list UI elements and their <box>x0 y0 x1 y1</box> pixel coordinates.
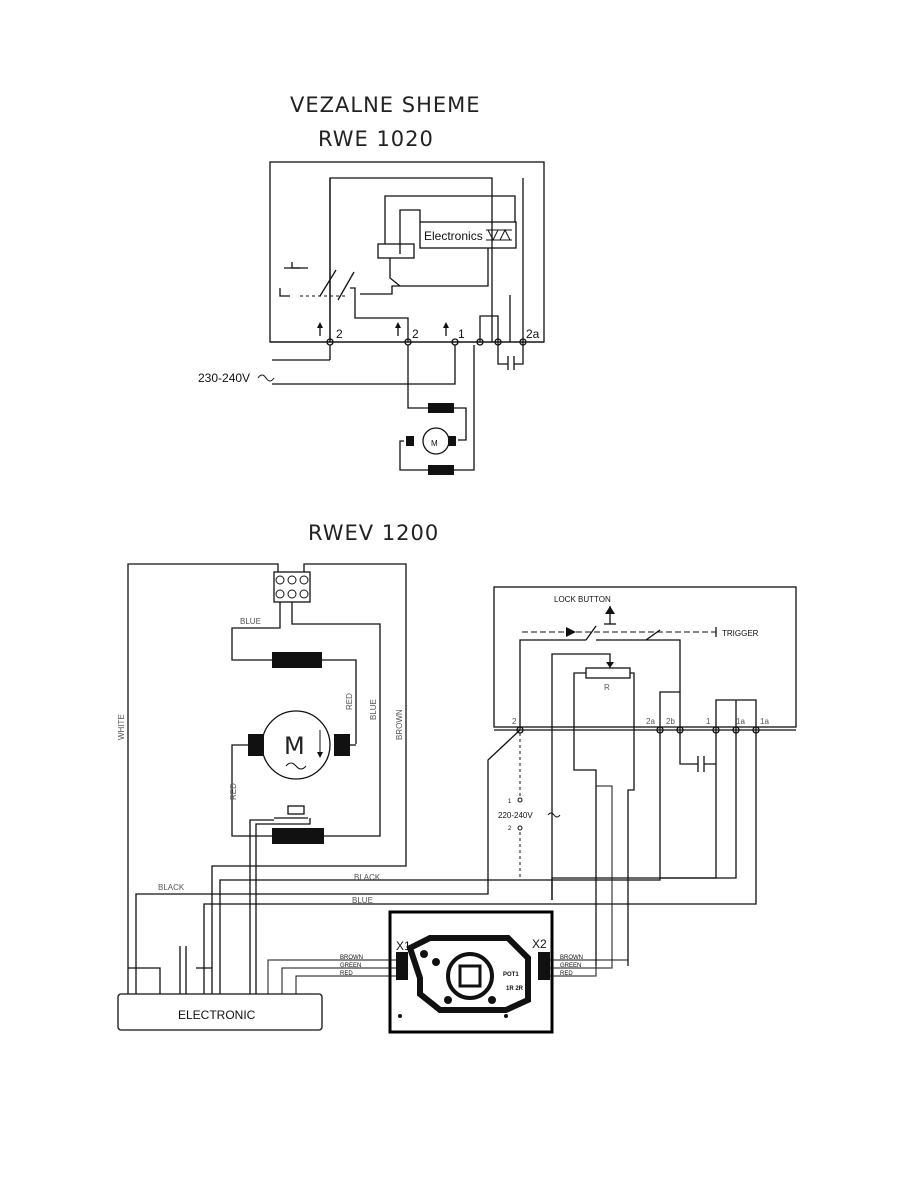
motor-assembly-2: M RED <box>229 710 356 994</box>
ac-symbol-icon <box>257 374 275 382</box>
supply-voltage-label: 230-240V <box>198 371 250 385</box>
label-blue-bottom: BLUE <box>352 896 373 905</box>
mains-supply: 230-240V <box>198 345 456 385</box>
pcb-x1-label: X1 <box>396 939 411 953</box>
lock-button-label: LOCK BUTTON <box>554 595 611 604</box>
pcb-board: X1 X2 POT1 1R 2R <box>388 910 554 1034</box>
trigger-switch <box>279 262 355 301</box>
blue-wire-bottom <box>203 730 757 994</box>
pcb-x2-label: X2 <box>532 937 547 951</box>
diagram1-title-line1: VEZALNE SHEME <box>290 93 481 117</box>
trigger-arrow-icon <box>566 627 576 637</box>
field-coil-top <box>428 403 454 413</box>
pcb-r-labels: 1R 2R <box>506 986 524 992</box>
terminal-label-2: 2 <box>412 327 419 341</box>
motor-icon <box>422 427 450 455</box>
thermal-sensor <box>287 805 305 815</box>
mains-supply-2: 1 2 220-240V <box>498 733 561 878</box>
label-brown: BROWN <box>395 709 404 740</box>
pcb-left-wire-green: GREEN <box>340 963 361 969</box>
switch-housing <box>493 586 797 728</box>
label-red-left: RED <box>229 783 238 800</box>
resistor-r <box>585 667 631 679</box>
diagram1-title-line2: RWE 1020 <box>318 127 434 151</box>
pcb-left-wire-brown: BROWN <box>340 955 363 961</box>
red-wire-left <box>231 744 272 837</box>
pcb-pot-label: POT1 <box>503 972 519 978</box>
black-wire-left <box>135 729 521 994</box>
label-red-right: RED <box>345 693 354 710</box>
pcb-right-wire-green: GREEN <box>560 963 581 969</box>
connector-block <box>273 571 311 603</box>
diagram-rwe-1020: VEZALNE SHEME RWE 1020 Electronics <box>198 93 545 475</box>
tool-housing-outline <box>269 161 545 343</box>
label-blue-right: BLUE <box>369 699 378 720</box>
label-black-left: BLACK <box>158 883 185 892</box>
electronics-box <box>419 221 517 249</box>
label-black-right: BLACK <box>354 873 381 882</box>
motor-icon-2 <box>261 710 331 780</box>
motor-symbol: M <box>431 439 438 448</box>
switch-terminal-1a-b: 1a <box>760 717 769 726</box>
pcb-left-leads: BROWN GREEN RED <box>267 955 396 994</box>
switch-terminal-2: 2 <box>512 717 517 726</box>
label-blue-top: BLUE <box>240 617 261 626</box>
triac-icon <box>486 228 512 242</box>
pcb-right-wire-red: RED <box>560 971 573 977</box>
supply-pin-1: 1 <box>508 799 512 805</box>
field-coil-lower <box>272 828 324 844</box>
ac-symbol-icon-2 <box>547 812 561 818</box>
switch-terminal-1a-a: 1a <box>736 717 745 726</box>
supply-pin-2: 2 <box>508 826 512 832</box>
electronics-label: Electronics <box>424 229 483 243</box>
terminal-label-1: 1 <box>458 327 465 341</box>
blue-wire-top <box>231 602 281 661</box>
relay-coil <box>377 243 415 259</box>
motor-assembly: M <box>399 345 475 475</box>
internal-wiring <box>270 177 544 343</box>
brown-wire <box>211 563 407 968</box>
blue-wire-right <box>291 602 381 837</box>
white-wire <box>127 563 279 968</box>
diagram2-title: RWEV 1200 <box>308 521 439 545</box>
lock-button-icon <box>604 606 616 625</box>
relay-contact <box>389 258 401 287</box>
black-wire-right <box>219 730 661 994</box>
terminal-extra <box>476 338 484 346</box>
field-coil-upper <box>272 652 322 668</box>
trigger-label: TRIGGER <box>722 629 759 638</box>
switch-terminal-2b: 2b <box>666 717 675 726</box>
label-white: WHITE <box>117 714 126 740</box>
terminal-label-2-left: 2 <box>336 327 343 341</box>
supply-voltage-label-2: 220-240V <box>498 811 533 820</box>
capacitor-symbol <box>497 342 524 370</box>
diagram-rwev-1200: RWEV 1200 WHITE BROWN BLUE RED BLUE M <box>117 521 797 1034</box>
pcb-right-leads: BROWN GREEN RED <box>550 785 629 977</box>
field-coil-bottom <box>428 465 454 475</box>
resistor-label: R <box>604 683 610 692</box>
switch-terminal-1: 1 <box>706 717 711 726</box>
electronic-label: ELECTRONIC <box>178 1008 256 1022</box>
motor-symbol-2: M <box>284 732 305 760</box>
terminal-label-2a: 2a <box>526 327 540 341</box>
pcb-left-wire-red: RED <box>340 971 353 977</box>
motor-ac-icon <box>285 762 307 770</box>
pcb-right-wire-brown: BROWN <box>560 955 583 961</box>
switch-terminal-2a: 2a <box>646 717 655 726</box>
